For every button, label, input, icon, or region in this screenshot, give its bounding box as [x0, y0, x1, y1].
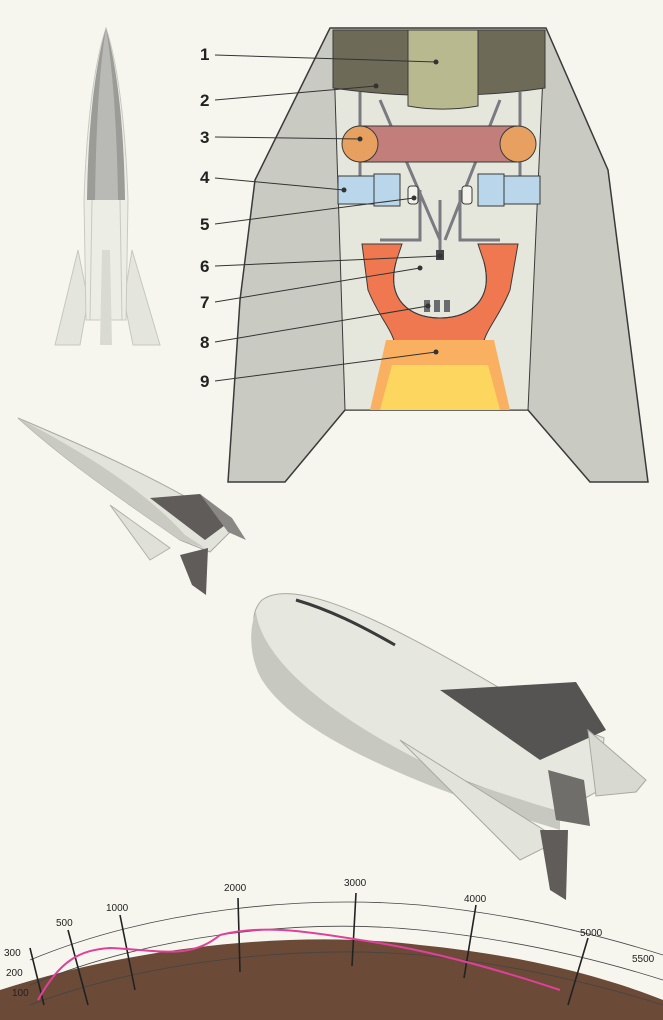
tick-3000: 3000: [344, 878, 367, 889]
callout-1: 1: [200, 45, 209, 64]
callout-2: 2: [200, 91, 209, 110]
hydrogen-peroxide-tank: [341, 125, 537, 163]
tick-1000: 1000: [106, 903, 129, 914]
trajectory-chart: 500 1000 2000 3000 4000 5000 5500 300 20…: [0, 878, 663, 1020]
engine-cutaway-diagram: 1 2 3 4 5 6 7 8 9: [200, 27, 649, 483]
callout-4: 4: [200, 168, 210, 187]
combustion-chamber: [361, 243, 519, 411]
altitude-tick-300: 300: [4, 948, 21, 959]
callout-9: 9: [200, 372, 209, 391]
callout-6: 6: [200, 257, 209, 276]
callout-8: 8: [200, 333, 209, 352]
tick-500: 500: [56, 918, 73, 929]
tick-5000: 5000: [580, 928, 603, 939]
callout-7: 7: [200, 293, 209, 312]
tick-2000: 2000: [224, 883, 247, 894]
tick-4000: 4000: [464, 894, 487, 905]
turbopump-units: [337, 173, 541, 207]
callout-3: 3: [200, 128, 209, 147]
tick-5500: 5500: [632, 954, 655, 965]
small-flying-rocket-illustration: [17, 417, 246, 595]
standing-rocket-illustration: [54, 26, 161, 346]
altitude-tick-200: 200: [6, 968, 23, 979]
altitude-tick-100: 100: [12, 988, 29, 999]
callout-5: 5: [200, 215, 209, 234]
trajectory-line: [37, 928, 561, 1001]
large-flying-rocket-illustration: [251, 593, 647, 900]
oxygen-tank-section: [407, 29, 479, 110]
earth-surface: [0, 939, 663, 1020]
